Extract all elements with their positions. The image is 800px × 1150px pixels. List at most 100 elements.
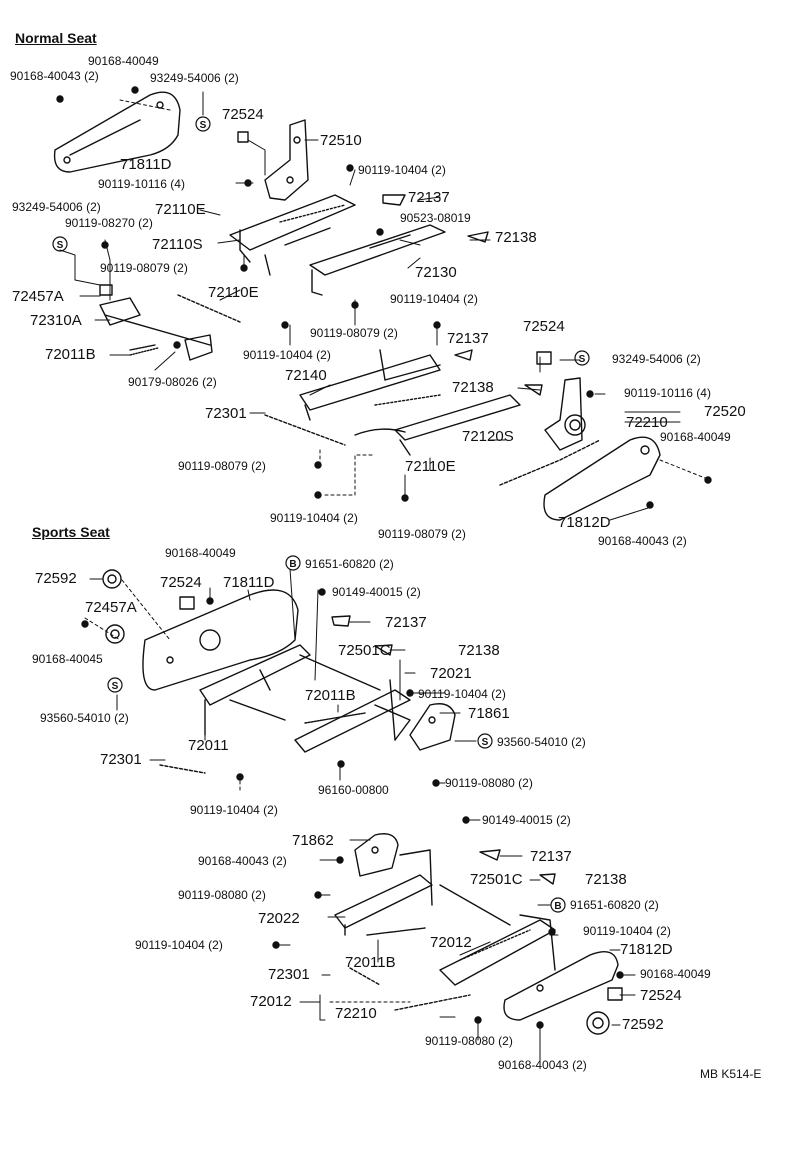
part-label: 72457A [85,599,137,616]
part-label: 71811D [120,156,172,173]
part-label: 72110S [152,236,203,253]
part-label: 72592 [35,570,77,587]
part-label: 72501C [338,642,391,659]
part-label: 90119-08079 (2) [310,326,398,340]
part-label: 72011 [188,737,229,754]
drawing-code: MB K514-E [700,1067,762,1081]
part-label: 90119-10404 (2) [583,924,671,938]
part-label: 72210 [626,414,668,431]
part-label: 90168-40043 (2) [498,1058,587,1072]
part-label: 90119-08079 (2) [100,261,188,275]
part-label: 90119-10404 (2) [358,163,446,177]
side-cover-71811d-sports [142,589,299,691]
seat-track-72130 [309,224,446,296]
part-label: 72524 [523,318,565,335]
spring-72011b-top [304,712,366,724]
part-label: 91651-60820 (2) [305,557,394,571]
part-label: 93560-54010 (2) [497,735,586,749]
part-label: 90119-08270 (2) [65,216,153,230]
part-label: 72501C [470,871,523,888]
part-label: 72510 [320,132,362,149]
part-label: 72138 [495,229,537,246]
part-label: 72524 [160,574,202,591]
part-label: 93249-54006 (2) [612,352,701,366]
side-cover-71812d-sports [503,951,619,1021]
rod-72011-cross [229,699,286,721]
part-label: 71862 [292,832,334,849]
spring-72011b-lower [366,927,426,936]
side-cover-71811d-normal [53,91,181,173]
shield-71861 [409,703,456,751]
s-symbol: S [200,120,207,131]
seat-track-72022 [334,849,433,936]
recliner-72520 [544,377,586,451]
part-label: 71812D [620,941,673,958]
part-label: 72138 [452,379,494,396]
shield-71862 [354,833,399,877]
part-label: 91651-60820 (2) [570,898,659,912]
part-label: 72210 [335,1005,377,1022]
part-label: 72011B [45,346,96,363]
part-label: 90119-08080 (2) [445,776,533,790]
part-label: 71812D [558,514,611,531]
b-symbol: B [554,901,561,912]
part-label: 90119-10404 (2) [135,938,223,952]
part-label: 72110E [405,458,456,475]
part-label: 72011B [345,954,396,971]
cable-72210-normal [499,439,601,486]
s-symbol: S [482,737,489,748]
seat-track-72011 [199,644,311,736]
knob-72457a-sports [105,624,125,644]
b-symbol: B [289,559,296,570]
part-label: 90168-40043 (2) [10,69,99,83]
part-label: 90168-40049 [165,546,236,560]
part-label: 72021 [430,665,472,682]
seat-track-72120s [354,394,521,456]
part-label: 72012 [250,993,292,1010]
part-label: 93249-54006 (2) [12,200,101,214]
spring-72301-sports-lower [349,967,381,986]
part-label: 90179-08026 (2) [128,375,217,389]
part-label: 72137 [447,330,489,347]
part-label: 90119-08079 (2) [178,459,266,473]
part-label: 90168-40043 (2) [598,534,687,548]
part-label: 90523-08019 [400,211,471,225]
knob-72592-right [586,1011,610,1035]
part-label: 72130 [415,264,457,281]
part-label: 90119-10404 (2) [418,687,506,701]
part-label: 72592 [622,1016,664,1033]
part-label: 90168-40045 [32,652,103,666]
part-label: 72011B [305,687,356,704]
part-label: 72137 [408,189,450,206]
part-label: 72120S [462,428,514,445]
spring-72301-normal [264,414,346,446]
cable-72210-sports [394,994,471,1011]
part-label: 72301 [100,751,142,768]
seat-track-72140 [299,349,441,421]
part-label: 72110E [208,284,259,301]
seat-track-72021 [294,679,411,753]
part-label: 71811D [223,574,275,591]
seat-track-upper-left [229,194,356,276]
part-label: 72457A [12,288,64,305]
rod-72501c-lower [439,884,511,926]
part-label: 72310A [30,312,82,329]
part-label: 90119-10404 (2) [243,348,331,362]
part-label: 72138 [458,642,500,659]
part-label: 72301 [268,966,310,983]
section-title-normal-seat: Normal Seat [15,30,97,46]
part-label: 90119-10116 (4) [624,386,711,400]
s-symbol: S [57,240,64,251]
part-label: 90168-40049 [660,430,731,444]
part-label: 72022 [258,910,300,927]
rod-72501c-top [299,654,381,691]
part-label: 90119-10404 (2) [270,511,358,525]
part-label: 96160-00800 [318,783,389,797]
part-label: 93249-54006 (2) [150,71,239,85]
part-label: 93560-54010 (2) [40,711,129,725]
part-label: 90168-40049 [88,54,159,68]
side-cover-71812d-normal [543,436,661,521]
part-label: 72138 [585,871,627,888]
section-title-sports-seat: Sports Seat [32,524,110,540]
